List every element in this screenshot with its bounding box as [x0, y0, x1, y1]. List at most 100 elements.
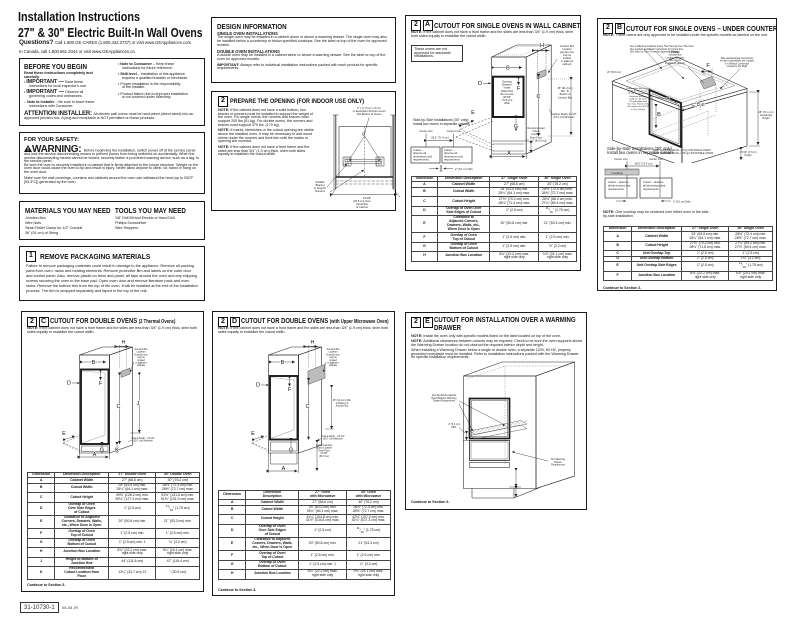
- svg-text:C: C: [306, 404, 310, 410]
- svg-text:observe all: observe all: [413, 151, 426, 155]
- svg-text:Cooktop: Cooktop: [611, 171, 623, 175]
- svg-text:(72.8 cm): (72.8 cm): [502, 99, 513, 102]
- svg-text:Inside: Inside: [504, 87, 511, 90]
- svg-text:cabinet): cabinet): [563, 63, 572, 66]
- svg-text:located: located: [329, 359, 337, 362]
- svg-text:Opening: Opening: [502, 81, 512, 84]
- svg-text:Junction Box: Junction Box: [134, 348, 148, 351]
- svg-text:in adjacent: in adjacent: [327, 362, 338, 365]
- svg-text:Suitable: Suitable: [315, 180, 325, 184]
- svg-text:(62.5 cm) Over: (62.5 cm) Over: [353, 199, 370, 203]
- svg-text:Countertop: Countertop: [760, 114, 773, 117]
- svg-text:may be: may be: [563, 54, 572, 57]
- svg-text:B: B: [281, 360, 285, 366]
- svg-text:28.5″ (72.4 cm): 28.5″ (72.4 cm): [431, 136, 449, 140]
- svg-text:of Cabinet: of Cabinet: [356, 205, 368, 209]
- svg-text:28 5/8″: 28 5/8″: [503, 96, 511, 99]
- svg-text:(80.3 cm): (80.3 cm): [319, 456, 329, 458]
- svg-text:2″ (5.1 cm) Min.: 2″ (5.1 cm) Min.: [455, 167, 473, 171]
- svg-text:Junction Box: Junction Box: [560, 45, 575, 48]
- svg-text:Recommended: Recommended: [316, 445, 332, 447]
- svg-text:MUST SUPPORT 375 lbs. (170 kg): MUST SUPPORT 375 lbs. (170 kg) FOR DOUBL…: [653, 153, 714, 155]
- svg-text:2″ x 2″ (5 cm x 5 cm): 2″ x 2″ (5 cm x 5 cm): [357, 106, 381, 110]
- svg-text:Between Existing: Between Existing: [630, 95, 648, 98]
- svg-text:20″ (50.8 cm): 20″ (50.8 cm): [607, 72, 621, 74]
- svg-text:Center Line: Center Line: [649, 157, 663, 161]
- svg-text:located: located: [137, 359, 145, 362]
- svg-text:with Bottom of Cutout: with Bottom of Cutout: [357, 112, 382, 116]
- svg-text:Drawer: Drawer: [554, 461, 562, 464]
- svg-text:G: G: [289, 448, 293, 454]
- svg-text:2″ (5.1 cm) Min.: 2″ (5.1 cm) Min.: [673, 200, 691, 204]
- svg-text:Bottom of: Bottom of: [560, 93, 571, 96]
- svg-text:K: K: [115, 448, 119, 454]
- svg-text:Center Line: Center Line: [614, 157, 628, 161]
- svg-text:Between: Between: [502, 84, 512, 87]
- svg-text:Height: Height: [745, 154, 752, 157]
- svg-text:SHADED: SHADED: [670, 51, 680, 54]
- svg-text:box may be: box may be: [669, 60, 682, 62]
- svg-text:F: F: [517, 86, 521, 92]
- svg-text:Must Be Necessary: Must Be Necessary: [629, 90, 649, 93]
- svg-text:Walls Must: Walls Must: [501, 90, 513, 93]
- svg-text:Junction Box: Junction Box: [326, 348, 340, 351]
- svg-text:Cutout – observe: Cutout – observe: [643, 180, 664, 184]
- svg-text:28″ (71.1 cm): 28″ (71.1 cm): [759, 111, 774, 114]
- svg-text:in adjacent cabinet): in adjacent cabinet): [665, 62, 685, 65]
- svg-text:G: G: [514, 124, 518, 130]
- svg-text:H: H: [122, 340, 126, 346]
- svg-text:dimensions and: dimensions and: [413, 154, 432, 158]
- svg-text:observe all: observe all: [444, 151, 457, 155]
- svg-text:(Junction box: (Junction box: [134, 353, 149, 356]
- svg-text:A: A: [93, 452, 97, 458]
- svg-text:may be: may be: [137, 357, 145, 359]
- svg-text:31 5/8″: 31 5/8″: [320, 453, 327, 455]
- svg-text:Location: Location: [531, 133, 541, 136]
- svg-text:36″ (91.4 cm): 36″ (91.4 cm): [558, 87, 573, 90]
- svg-text:H: H: [540, 43, 544, 49]
- svg-text:Location: Location: [137, 351, 146, 354]
- svg-text:G: G: [100, 448, 104, 454]
- svg-text:1 7/16″ (3.7 cm): 1 7/16″ (3.7 cm): [740, 151, 757, 154]
- svg-text:D: D: [256, 383, 260, 389]
- svg-text:From Floor: From Floor: [318, 449, 329, 452]
- svg-text:C: C: [117, 404, 121, 410]
- svg-text:Recommended: Recommended: [528, 127, 546, 130]
- svg-text:Centerline: Centerline: [356, 202, 368, 206]
- svg-text:Cabinet Depth: 24 1/8″: Cabinet Depth: 24 1/8″: [551, 113, 576, 116]
- svg-text:Cabinets: Be Sure: Cabinets: Be Sure: [629, 97, 648, 100]
- svg-text:F: F: [99, 381, 103, 387]
- svg-text:dimensions and: dimensions and: [444, 154, 463, 158]
- svg-text:Min. To: Min. To: [561, 90, 570, 93]
- svg-text:Wire and Electrical Connection: Wire and Electrical Connections: [721, 57, 754, 60]
- svg-text:Comparable Side Ovens: Comparable Side Ovens: [626, 87, 651, 90]
- svg-text:See Label on Top of Oven for A: See Label on Top of Oven for Approved Mo…: [630, 51, 679, 54]
- svg-text:They Are Attached: They Are Attached: [629, 100, 648, 103]
- svg-text:in this Cabinet: in this Cabinet: [631, 108, 645, 111]
- svg-text:(Junction box: (Junction box: [326, 353, 341, 356]
- svg-text:Be at Least: Be at Least: [501, 93, 514, 96]
- svg-text:Cutout Location: Cutout Location: [316, 447, 333, 450]
- svg-text:C: C: [362, 132, 365, 137]
- svg-text:B: B: [657, 112, 661, 118]
- svg-text:Cutout Depth – 23 1/2″: Cutout Depth – 23 1/2″: [321, 435, 344, 438]
- svg-text:A: A: [666, 96, 670, 102]
- svg-text:MIN.: MIN.: [451, 426, 456, 429]
- svg-text:(61.2 cm) Minimum: (61.2 cm) Minimum: [553, 116, 574, 119]
- svg-text:(59.7 cm) Minimum: (59.7 cm) Minimum: [133, 441, 153, 443]
- svg-text:all dimensions and: all dimensions and: [608, 183, 631, 187]
- svg-text:Anti-Tip Blocks Against: Anti-Tip Blocks Against: [432, 394, 457, 397]
- svg-text:E: E: [251, 431, 255, 437]
- svg-text:(junction box: (junction box: [560, 51, 575, 54]
- svg-text:(31 1/2″ (80.0 cm)): (31 1/2″ (80.0 cm)): [526, 139, 547, 142]
- svg-text:Location (Junction: Location (Junction: [666, 56, 685, 59]
- svg-text:(59.7 cm) Minimum: (59.7 cm) Minimum: [323, 439, 343, 441]
- svg-text:28.5″ (72.4 cm): 28.5″ (72.4 cm): [635, 162, 653, 166]
- svg-text:E: E: [62, 431, 66, 437]
- svg-text:cabinet): cabinet): [137, 364, 145, 367]
- svg-text:Junction Box: Junction Box: [558, 96, 573, 99]
- svg-text:H: H: [311, 340, 315, 346]
- svg-text:in adjacent: in adjacent: [135, 362, 146, 365]
- svg-text:Cutout: Cutout: [532, 130, 540, 133]
- svg-text:From Floor: From Floor: [530, 136, 542, 139]
